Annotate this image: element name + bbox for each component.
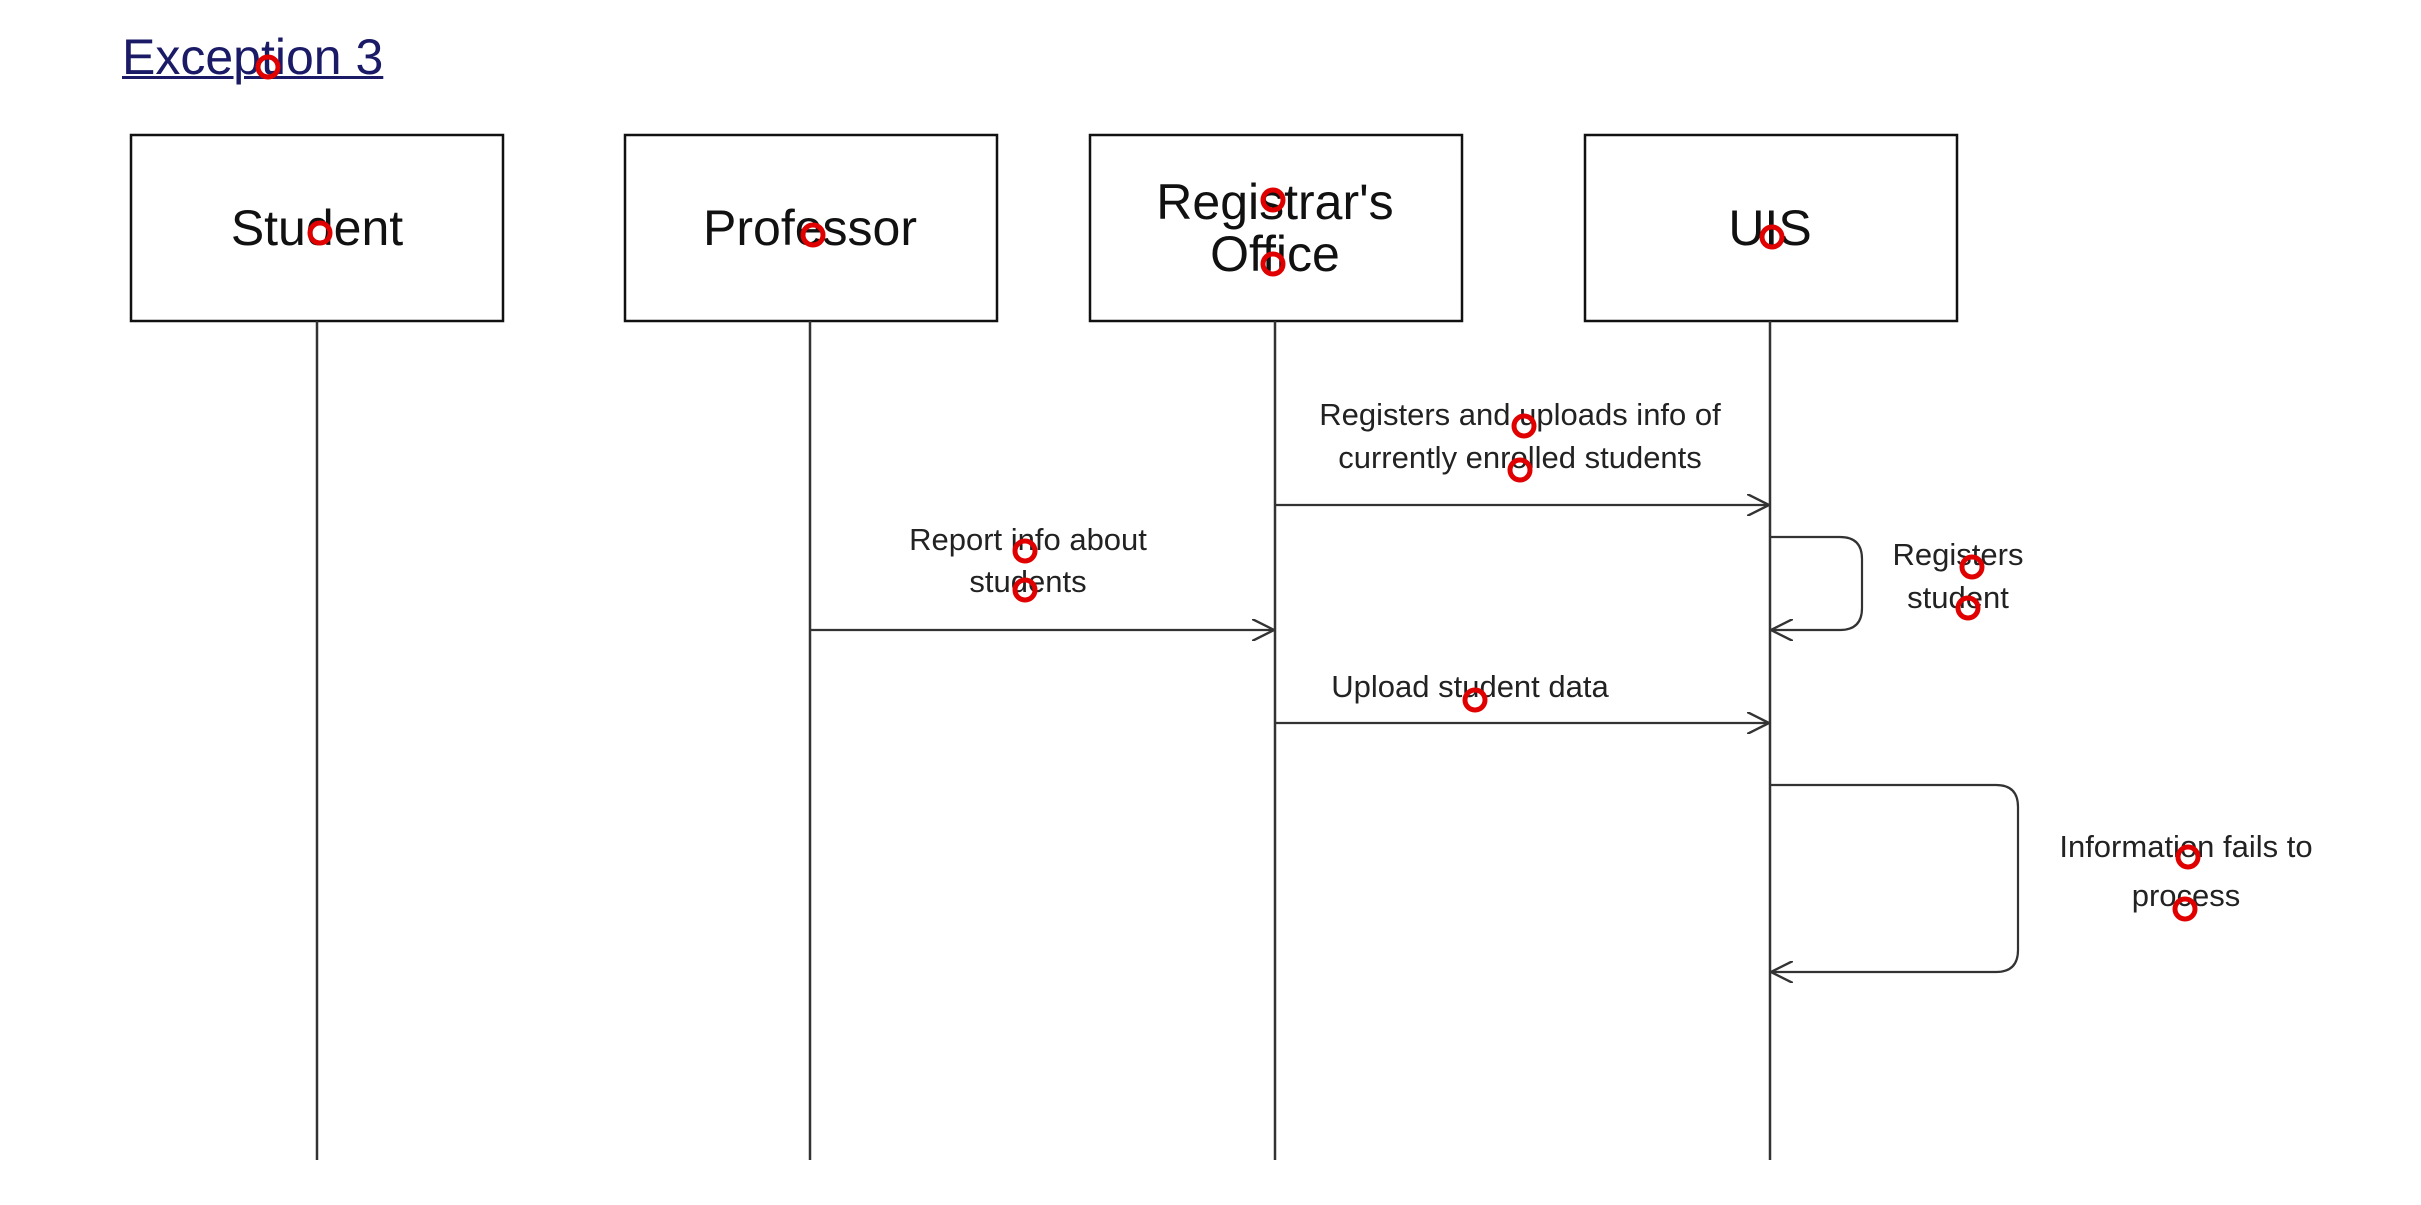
annotation-marker bbox=[1012, 577, 1038, 603]
participant-uis: UIS bbox=[1583, 133, 1959, 1160]
participant-label-student: Student bbox=[231, 200, 403, 256]
participant-label-registrar: Registrar's bbox=[1156, 174, 1393, 230]
annotation-marker bbox=[1959, 554, 1985, 580]
annotation-marker bbox=[800, 222, 826, 248]
annotation-marker bbox=[2175, 844, 2201, 870]
self-message-arrow bbox=[1770, 783, 2020, 972]
participant-student: Student bbox=[129, 133, 505, 1160]
page-title: Exception 3 bbox=[122, 29, 384, 85]
annotation-marker bbox=[255, 54, 281, 80]
message-label: process bbox=[2132, 878, 2241, 913]
participant-box-registrar bbox=[1088, 133, 1464, 323]
annotation-marker bbox=[1507, 457, 1533, 483]
message-label: Upload student data bbox=[1331, 669, 1609, 704]
self-message-arrow bbox=[1770, 535, 1864, 630]
message-label: Registers bbox=[1893, 537, 2024, 572]
participant-professor: Professor bbox=[623, 133, 999, 1160]
annotation-marker bbox=[1511, 413, 1537, 439]
participant-box-student bbox=[129, 133, 505, 323]
annotation-marker bbox=[1955, 595, 1981, 621]
annotation-marker bbox=[1260, 187, 1286, 213]
annotation-marker bbox=[2172, 896, 2198, 922]
annotation-marker bbox=[1462, 687, 1488, 713]
annotation-marker bbox=[307, 220, 333, 246]
annotation-marker bbox=[1759, 224, 1785, 250]
annotation-marker bbox=[1012, 538, 1038, 564]
annotation-marker bbox=[1260, 251, 1286, 277]
message-upload-data: Upload student data bbox=[1275, 669, 1768, 723]
